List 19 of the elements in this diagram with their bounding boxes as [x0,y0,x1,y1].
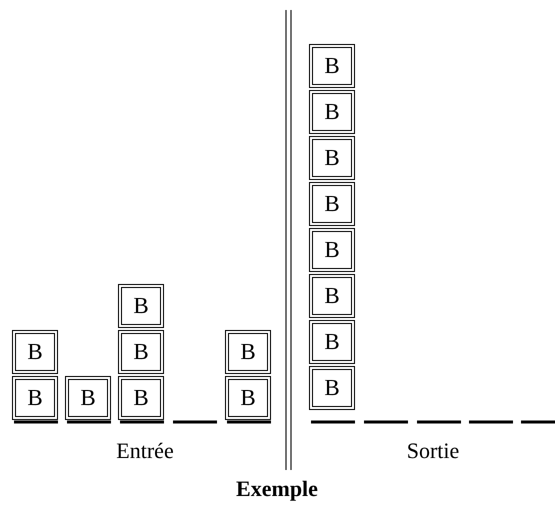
section-label: Sortie [406,438,460,464]
diagram-title: Exemple [236,476,318,502]
block-box: B [309,136,355,180]
block-box: B [309,366,355,410]
block-box: B [225,330,271,374]
block-box: B [225,376,271,420]
block-box: B [118,330,164,374]
block-box: B [12,376,58,420]
block-box: B [309,44,355,88]
block-box: B [309,274,355,318]
block-box: B [118,376,164,420]
block-box: B [12,330,58,374]
block-box: B [309,182,355,226]
block-box: B [309,90,355,134]
block-box: B [309,228,355,272]
section-label: Entrée [116,438,174,464]
block-box: B [309,320,355,364]
block-box: B [65,376,111,420]
block-box: B [118,284,164,328]
